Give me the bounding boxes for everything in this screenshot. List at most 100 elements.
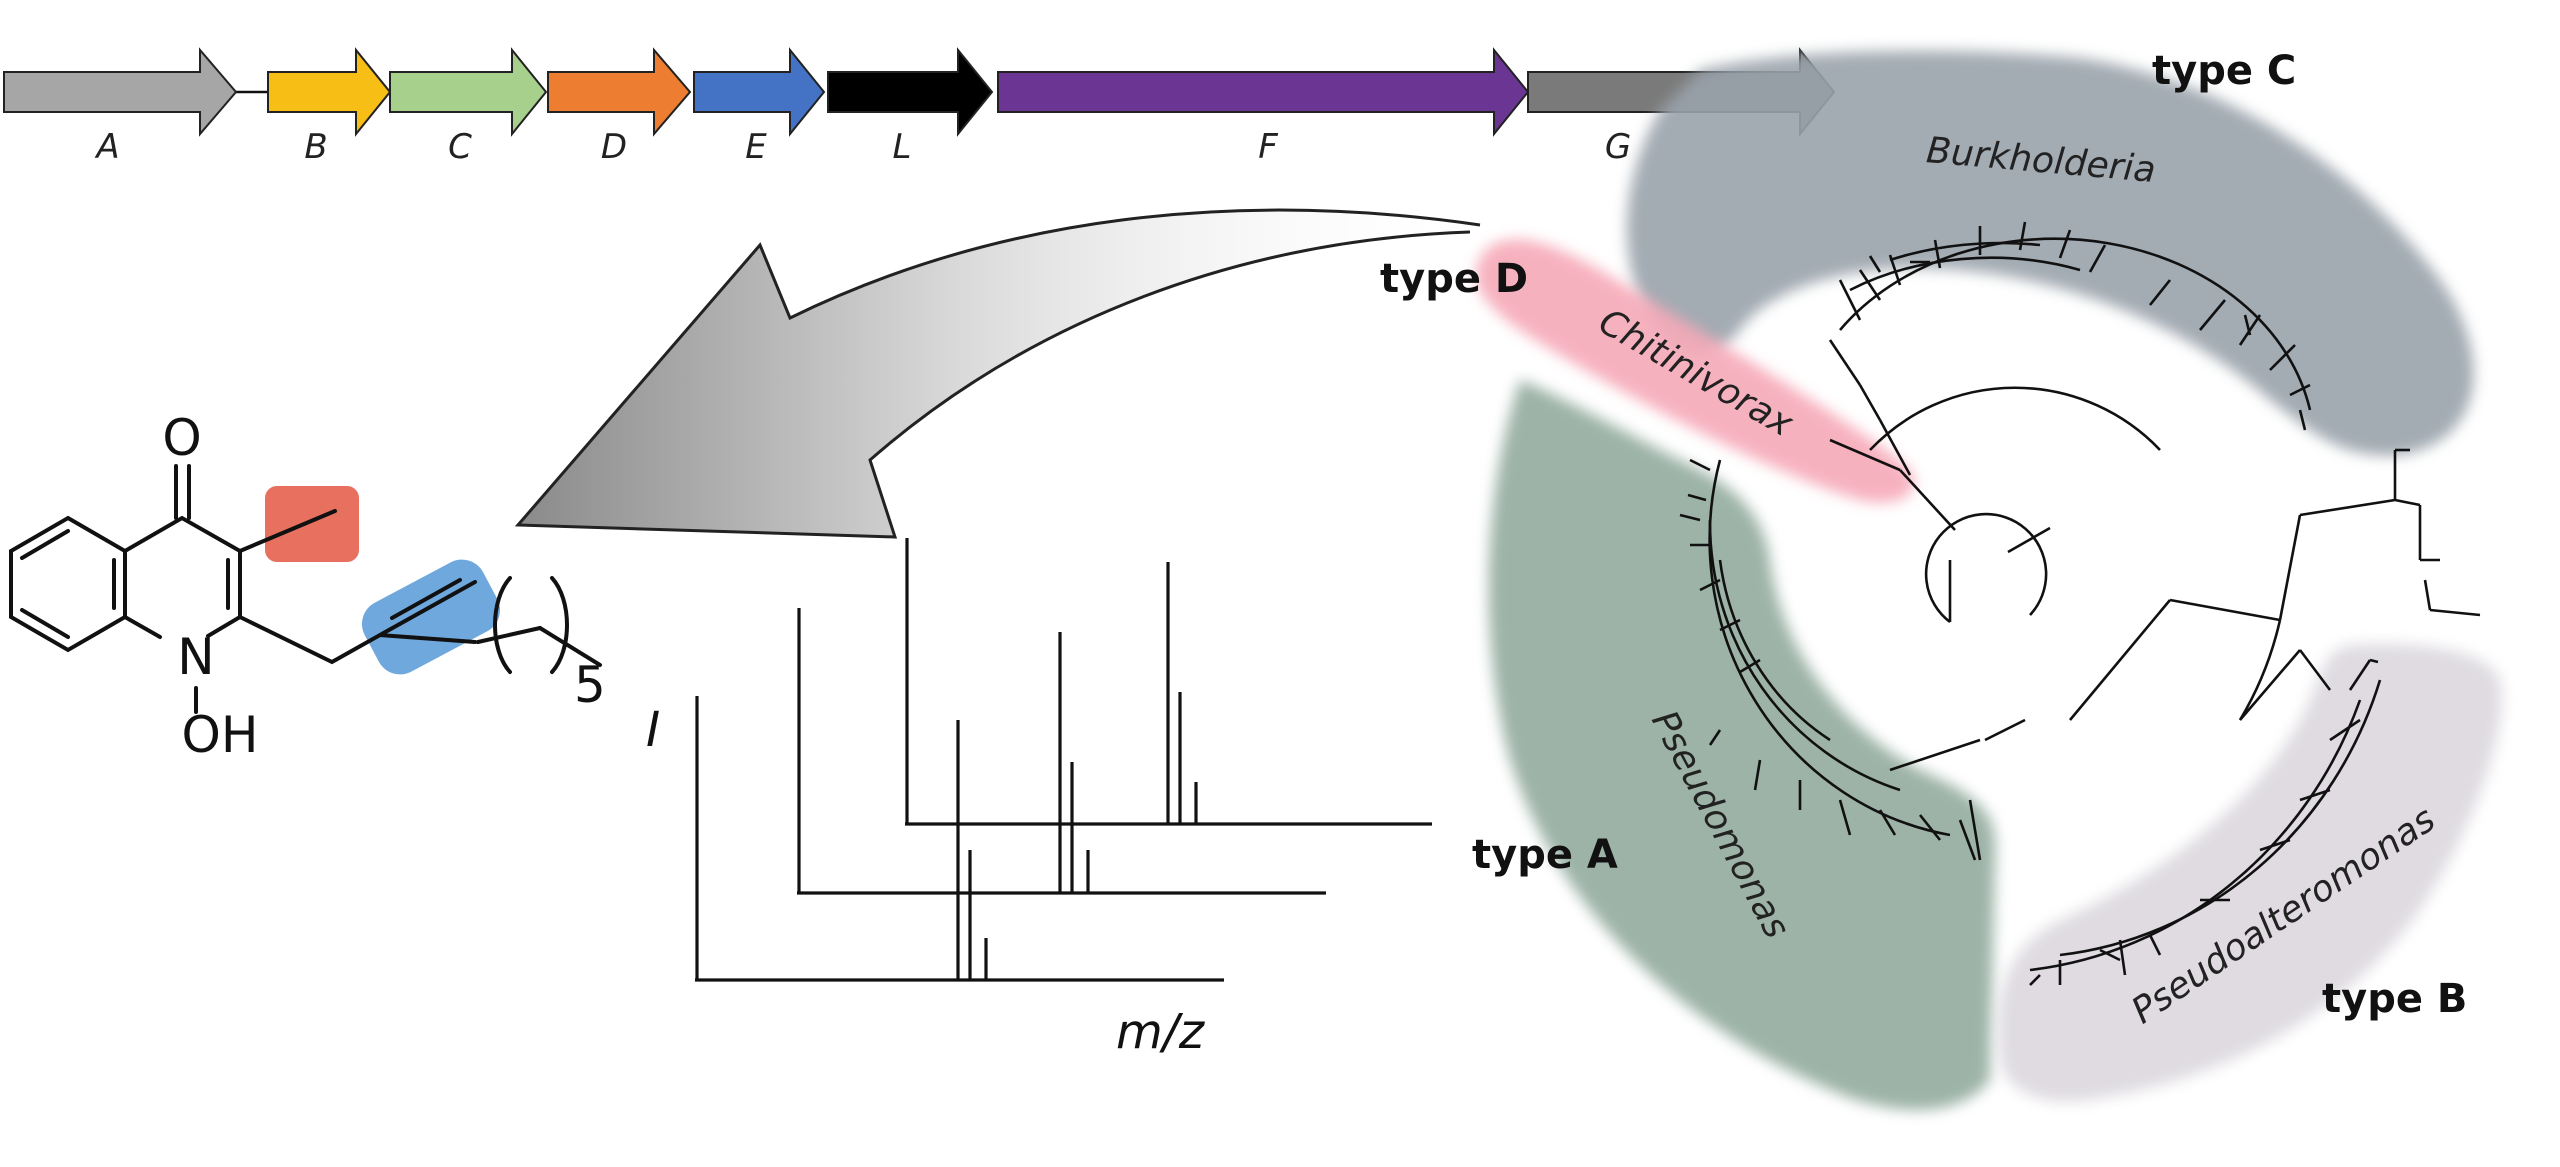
tree-leaf xyxy=(1708,729,1722,746)
tree-leaf xyxy=(2199,299,2226,331)
tree-subarc xyxy=(1708,519,1901,792)
tree-leaf xyxy=(1719,618,1741,632)
tree-root-stem xyxy=(2007,526,2051,554)
transfer-arrow xyxy=(514,208,1481,539)
gene-arrow-d xyxy=(547,47,692,137)
tree-leaf xyxy=(2298,409,2307,431)
intensity-axis-label: I xyxy=(646,702,660,758)
hqno-molecule: O N OH 5 xyxy=(9,409,606,764)
mass-spectra xyxy=(695,538,1432,982)
hydroxyl-group: OH xyxy=(182,706,259,764)
clade-band-type-c xyxy=(1626,50,2474,456)
gene-cluster: A B C D E L F G xyxy=(3,47,1836,167)
alkyl-chain xyxy=(238,615,477,665)
chain-segment xyxy=(476,626,542,644)
nitrogen-atom: N xyxy=(177,628,214,686)
methyl-bond xyxy=(238,509,337,553)
tree-branch xyxy=(1828,339,1862,386)
tree-subarc xyxy=(1849,256,2081,292)
gene-label-l: L xyxy=(893,127,912,167)
tree-leaf xyxy=(1888,254,1902,286)
tree-arc-b-main xyxy=(2238,619,2282,721)
methyl-highlight xyxy=(265,486,359,562)
gene-arrow-f xyxy=(997,47,1530,137)
tree-branch xyxy=(1858,384,1882,421)
tree-branch-b-main xyxy=(2069,599,2171,721)
tree-leaf xyxy=(1968,799,1982,861)
pyridone-ring xyxy=(123,515,242,638)
tree-leaf xyxy=(1739,658,1761,674)
tree-arc-b xyxy=(2029,699,2362,972)
tree-leaf xyxy=(2423,579,2432,611)
tree-arc-c xyxy=(1839,237,2312,411)
type-label-a: type A xyxy=(1472,832,1618,878)
tree-leaf xyxy=(2148,279,2172,306)
repeat-bracket-right xyxy=(550,576,569,674)
chain-double-bond xyxy=(378,580,477,637)
gene-label-f: F xyxy=(1258,127,1278,167)
chain-terminal xyxy=(538,626,602,667)
tree-branch xyxy=(2298,649,2332,691)
tree-branch xyxy=(1889,738,1981,772)
tree-root-arc xyxy=(1924,512,2048,624)
tree-leaf xyxy=(2348,659,2372,691)
mz-axis-label: m/z xyxy=(1116,1004,1206,1060)
tree-leaf xyxy=(2429,608,2481,617)
gene-arrow-e xyxy=(693,47,826,137)
repeat-bracket-left xyxy=(493,576,512,674)
tree-leaf xyxy=(1838,279,1862,321)
tree-leaf xyxy=(1689,458,1711,472)
tree-leaf xyxy=(2259,838,2291,852)
tree-leaf xyxy=(1753,759,1762,791)
gene-label-d: D xyxy=(601,127,627,167)
tree-leaf xyxy=(2148,934,2162,956)
tree-branch xyxy=(2299,498,2396,517)
tree-branch xyxy=(1984,718,2026,742)
chain-double-bond xyxy=(390,578,462,620)
tree-leaf xyxy=(2029,974,2041,986)
double-bond-highlight xyxy=(361,559,501,675)
tree-branch-d xyxy=(1899,469,1956,531)
tree-leaf xyxy=(2088,244,2107,273)
tree-branch xyxy=(2169,598,2281,622)
tree-leaf xyxy=(1687,493,1707,502)
tree-leaf xyxy=(2118,939,2127,976)
gene-arrow-a xyxy=(3,47,238,137)
tree-leaf xyxy=(2289,383,2311,397)
phylogenetic-tree xyxy=(1679,221,2481,986)
tree-leaf xyxy=(2099,948,2121,962)
tree-leaf xyxy=(2243,314,2252,336)
tree-leaf xyxy=(1699,578,1721,592)
tree-leaf-d xyxy=(1829,438,1901,472)
tree-leaf xyxy=(1838,799,1852,836)
clade-band-type-d xyxy=(1475,239,1915,503)
benzene-inner-bond xyxy=(20,529,70,560)
gene-arrow-c xyxy=(389,47,548,137)
type-label-d: type D xyxy=(1380,256,1528,302)
tree-leaf xyxy=(1933,239,1942,269)
tree-leaf xyxy=(1858,269,1882,301)
tree-arc-upper xyxy=(1869,386,2161,451)
tree-branch xyxy=(2239,649,2301,721)
tree-branch xyxy=(2278,514,2302,621)
oxygen-atom: O xyxy=(162,409,201,467)
tree-leaf xyxy=(1958,819,1977,861)
gene-label-a: A xyxy=(94,127,119,167)
repeat-subscript: 5 xyxy=(574,656,606,714)
gene-label-e: E xyxy=(745,127,767,167)
gene-label-c: C xyxy=(448,127,472,167)
tree-leaf xyxy=(2299,788,2331,802)
gene-label-g: G xyxy=(1605,127,1631,167)
pyridone-bond xyxy=(123,615,162,639)
type-label-b: type B xyxy=(2322,976,2467,1022)
type-label-c: type C xyxy=(2152,48,2296,94)
tree-leaf xyxy=(2369,658,2379,664)
gene-label-b: B xyxy=(304,127,327,167)
tree-leaf xyxy=(2018,221,2027,251)
tree-leaf xyxy=(2058,229,2072,259)
clade-band-type-a xyxy=(1488,380,1996,1111)
tree-leaf xyxy=(1878,809,1897,836)
tree-leaf xyxy=(2269,344,2296,371)
gene-arrow-l xyxy=(827,47,994,137)
